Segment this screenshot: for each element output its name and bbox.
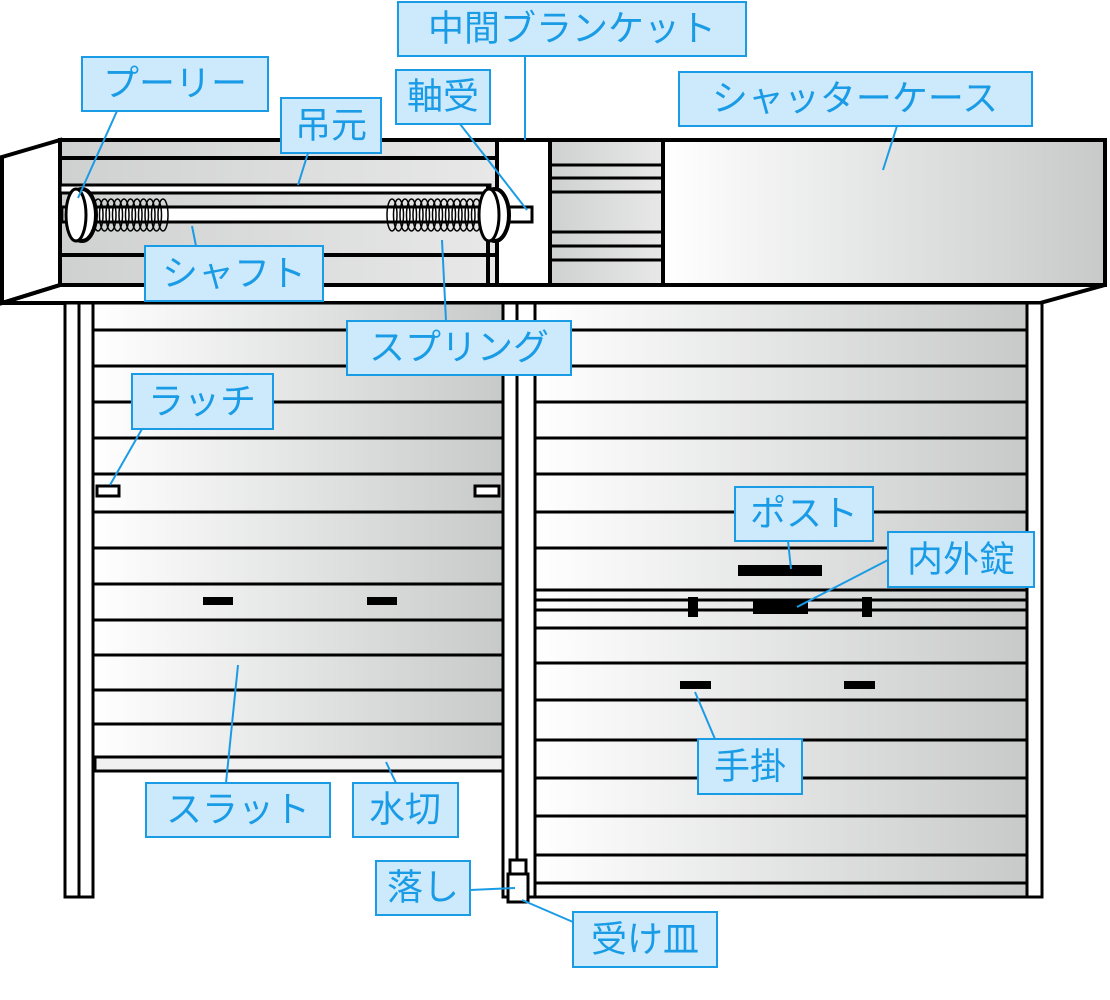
spring-coil bbox=[457, 198, 470, 232]
spring-coil bbox=[438, 198, 450, 232]
spring-coil bbox=[157, 198, 169, 232]
label-weatherbar: 水切 bbox=[352, 782, 459, 838]
label-text: ポスト bbox=[750, 494, 858, 535]
label-handle: 手掛 bbox=[697, 738, 803, 795]
post bbox=[738, 565, 822, 576]
label-text: 水切 bbox=[369, 790, 441, 831]
label-receiver: 受け皿 bbox=[572, 911, 718, 968]
spring-coil bbox=[412, 198, 424, 232]
label-text: 内外錠 bbox=[907, 540, 1015, 581]
spring-coil bbox=[111, 198, 124, 232]
label-spring: スプリング bbox=[346, 320, 572, 376]
spring-coil bbox=[150, 198, 163, 232]
spring-coil bbox=[418, 198, 431, 232]
label-text: 吊元 bbox=[295, 106, 367, 147]
label-text: プーリー bbox=[103, 64, 247, 105]
label-text: 中間ブランケット bbox=[428, 9, 716, 50]
spring-coil bbox=[124, 198, 137, 232]
spring-coil bbox=[137, 198, 150, 232]
spring-coil bbox=[451, 198, 463, 232]
label-text: 軸受 bbox=[407, 77, 479, 118]
label-pulley: プーリー bbox=[81, 56, 269, 112]
label-lock: 内外錠 bbox=[887, 531, 1035, 588]
spring-coil bbox=[98, 198, 111, 232]
spring-coil bbox=[131, 198, 143, 232]
drop-bolt bbox=[508, 858, 528, 876]
spring-coil bbox=[392, 198, 405, 232]
spring-coil bbox=[431, 198, 444, 232]
label-shutter-case: シャッターケース bbox=[678, 71, 1033, 127]
label-text: ラッチ bbox=[148, 382, 256, 423]
label-text: シャフト bbox=[162, 254, 306, 295]
label-latch: ラッチ bbox=[131, 373, 274, 430]
spring-coil bbox=[444, 198, 457, 232]
label-slat: スラット bbox=[145, 782, 331, 838]
spring-coil bbox=[118, 198, 130, 232]
label-bearing: 軸受 bbox=[395, 69, 491, 125]
label-text: 手掛 bbox=[714, 747, 786, 788]
label-text: 受け皿 bbox=[591, 920, 699, 961]
label-text: シャッターケース bbox=[712, 79, 998, 120]
spring-coil bbox=[464, 198, 476, 232]
spring-coil bbox=[386, 198, 398, 232]
leader-lines bbox=[77, 56, 898, 923]
spring-coil bbox=[425, 198, 437, 232]
label-text: スプリング bbox=[369, 328, 549, 369]
label-middle-bracket: 中間ブランケット bbox=[397, 1, 747, 57]
label-text: スラット bbox=[166, 790, 310, 831]
label-text: 落し bbox=[387, 868, 459, 909]
right-shutter bbox=[501, 301, 1044, 904]
spring-coil bbox=[144, 198, 156, 232]
label-shaft: シャフト bbox=[144, 245, 324, 302]
spring-coil bbox=[399, 198, 411, 232]
label-post: ポスト bbox=[734, 486, 874, 542]
shaft-assembly bbox=[60, 187, 534, 243]
weatherbar bbox=[93, 755, 505, 773]
spring-coil bbox=[105, 198, 117, 232]
label-drop-bolt: 落し bbox=[375, 860, 471, 916]
label-hanger: 吊元 bbox=[280, 97, 382, 154]
spring-coil bbox=[405, 198, 418, 232]
